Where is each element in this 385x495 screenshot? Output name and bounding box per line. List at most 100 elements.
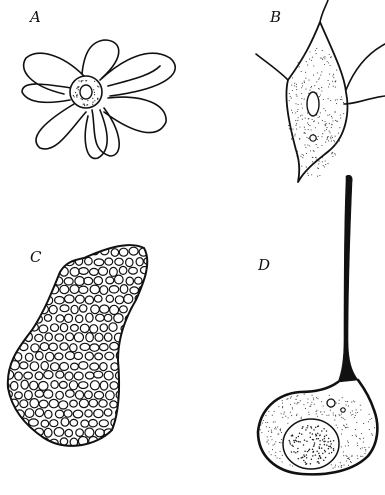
- stipple-dot: [360, 456, 361, 457]
- stipple-dot: [301, 60, 302, 61]
- vacuole: [120, 401, 128, 409]
- vacuole: [129, 247, 138, 255]
- vacuole: [71, 363, 79, 370]
- stipple-dot: [299, 138, 300, 139]
- vacuole: [51, 381, 58, 389]
- vacuole: [125, 428, 134, 437]
- stipple-dot: [334, 467, 335, 468]
- stipple-dot: [324, 438, 326, 440]
- vacuole: [65, 295, 75, 303]
- stipple-dot: [317, 147, 318, 148]
- vacuole: [76, 295, 85, 303]
- vacuole: [4, 295, 12, 303]
- stipple-dot: [260, 429, 261, 430]
- vacuole: [24, 372, 33, 379]
- stipple-dot: [309, 125, 310, 126]
- vacuole: [30, 267, 38, 275]
- stipple-dot: [357, 455, 358, 456]
- stipple-dot: [295, 149, 296, 150]
- stipple-dot: [304, 144, 305, 145]
- stipple-dot: [289, 100, 290, 101]
- vacuole: [109, 286, 118, 293]
- stipple-dot: [321, 58, 322, 59]
- stipple-dot: [346, 404, 347, 405]
- stipple-dot: [311, 129, 312, 130]
- stipple-dot: [291, 98, 292, 99]
- stipple-dot: [282, 455, 283, 456]
- vacuole: [136, 258, 143, 266]
- vacuole: [65, 372, 73, 380]
- vacuole: [20, 248, 29, 256]
- stipple-dot: [324, 444, 326, 446]
- vacuole: [71, 305, 78, 313]
- stipple-dot: [304, 81, 305, 82]
- stipple-dot: [318, 458, 320, 460]
- vacuole: [25, 448, 34, 456]
- stipple-dot: [268, 440, 269, 441]
- stipple-dot: [324, 64, 325, 65]
- vacuole: [95, 429, 104, 437]
- vacuole: [45, 278, 52, 285]
- stipple-dot: [330, 440, 332, 442]
- stipple-dot: [267, 436, 268, 437]
- stipple-dot: [322, 439, 324, 441]
- vacuole: [49, 305, 57, 313]
- stipple-dot: [330, 137, 331, 138]
- stipple-dot: [302, 83, 303, 84]
- stipple-dot: [306, 61, 307, 62]
- vacuole: [20, 362, 28, 369]
- stipple-dot: [318, 453, 320, 455]
- vacuole: [135, 448, 143, 456]
- stipple-dot: [339, 140, 340, 141]
- vacuole: [0, 342, 8, 350]
- stipple-dot: [346, 460, 347, 461]
- stipple-dot: [320, 94, 321, 95]
- vacuole: [126, 258, 133, 266]
- stipple-dot: [292, 77, 293, 78]
- stipple-dot: [294, 403, 295, 404]
- stipple-dot: [333, 414, 334, 415]
- stipple-dot: [318, 446, 320, 448]
- stipple-dot: [315, 427, 317, 429]
- vacuole: [15, 372, 23, 380]
- stipple-dot: [270, 436, 271, 437]
- vacuole: [73, 410, 82, 418]
- panel-d-long-process: [338, 175, 358, 382]
- stipple-dot: [334, 420, 335, 421]
- stipple-dot: [343, 455, 344, 456]
- stipple-dot: [340, 114, 341, 115]
- stipple-dot: [317, 433, 319, 435]
- stipple-dot: [324, 121, 325, 122]
- stipple-dot: [323, 108, 324, 109]
- stipple-dot: [82, 80, 83, 81]
- stipple-dot: [315, 50, 316, 51]
- stipple-dot: [348, 465, 349, 466]
- stipple-dot: [321, 90, 322, 91]
- vacuole: [115, 275, 124, 284]
- stipple-dot: [324, 411, 325, 412]
- stipple-dot: [289, 441, 291, 443]
- vacuole: [140, 382, 149, 389]
- stipple-dot: [336, 402, 337, 403]
- stipple-dot: [296, 414, 297, 415]
- vacuole: [24, 429, 33, 437]
- stipple-dot: [319, 444, 321, 446]
- stipple-dot: [318, 163, 319, 164]
- stipple-dot: [348, 457, 349, 458]
- vacuole: [71, 325, 79, 332]
- stipple-dot: [333, 77, 334, 78]
- stipple-dot: [304, 394, 305, 395]
- stipple-dot: [335, 136, 336, 137]
- vacuole: [100, 286, 108, 295]
- vacuole: [104, 409, 112, 416]
- stipple-dot: [300, 400, 301, 401]
- stipple-dot: [341, 99, 342, 100]
- stipple-dot: [369, 414, 370, 415]
- stipple-dot: [292, 90, 293, 91]
- stipple-dot: [291, 130, 292, 131]
- stipple-dot: [318, 462, 320, 464]
- stipple-dot: [329, 84, 330, 85]
- vacuole: [94, 371, 103, 378]
- stipple-dot: [339, 415, 340, 416]
